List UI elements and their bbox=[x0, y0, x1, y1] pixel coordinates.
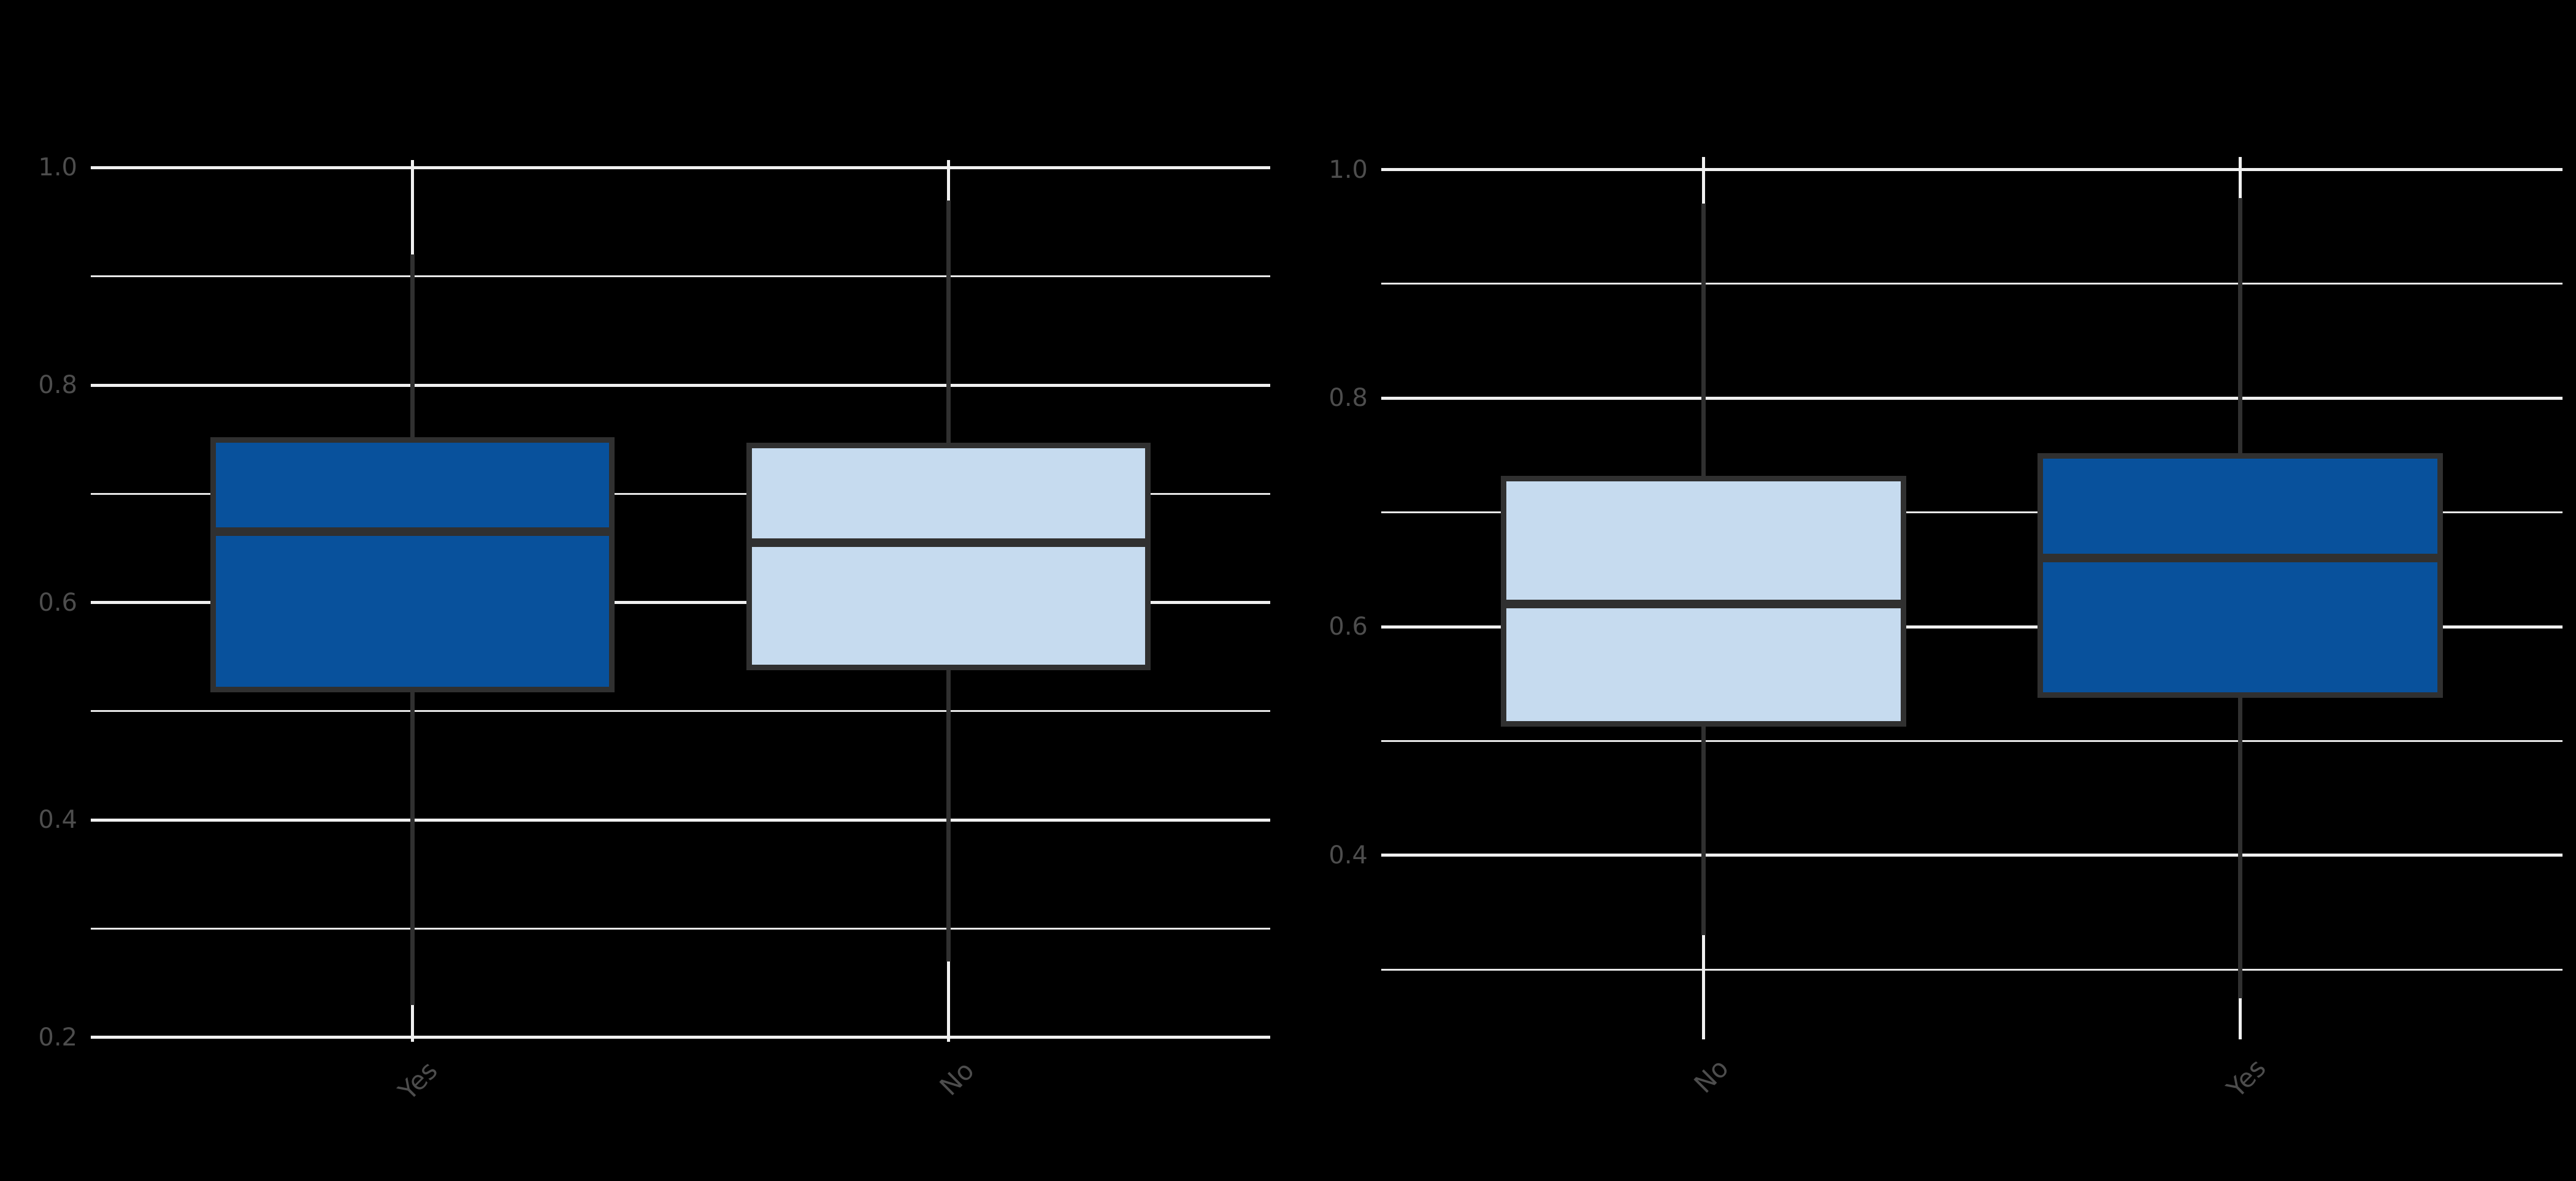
median-line bbox=[1500, 599, 1906, 608]
major-gridline bbox=[91, 1036, 1270, 1039]
minor-gridline bbox=[91, 275, 1270, 278]
x-tick-label: No bbox=[1688, 1053, 1735, 1099]
median-line bbox=[210, 527, 615, 537]
major-gridline bbox=[1381, 168, 2563, 171]
upper-whisker bbox=[2238, 198, 2243, 456]
minor-gridline bbox=[91, 710, 1270, 713]
y-tick-label: 0.8 bbox=[38, 371, 77, 400]
minor-gridline bbox=[1381, 511, 2563, 514]
box bbox=[2037, 453, 2444, 698]
major-gridline bbox=[91, 601, 1270, 605]
y-tick-label: 1.0 bbox=[38, 153, 77, 182]
box bbox=[746, 442, 1151, 671]
lower-whisker bbox=[946, 668, 951, 961]
major-gridline bbox=[91, 166, 1270, 169]
lower-whisker bbox=[1701, 724, 1706, 936]
x-tick-label: No bbox=[933, 1055, 980, 1102]
upper-whisker bbox=[1701, 204, 1706, 478]
lower-whisker bbox=[410, 689, 415, 1005]
y-tick-label: 0.6 bbox=[1328, 613, 1368, 641]
y-tick-label: 0.8 bbox=[1328, 384, 1368, 413]
major-gridline bbox=[91, 383, 1270, 387]
median-line bbox=[746, 538, 1151, 548]
major-gridline bbox=[1381, 396, 2563, 400]
x-tick-label: Yes bbox=[393, 1055, 444, 1106]
box bbox=[210, 437, 615, 692]
y-tick-label: 1.0 bbox=[1328, 155, 1368, 184]
y-tick-label: 0.4 bbox=[1328, 841, 1368, 870]
minor-gridline bbox=[91, 492, 1270, 495]
figure-canvas: { "figure": { "visible_title": "", "pane… bbox=[38, 153, 2563, 1106]
minor-gridline bbox=[91, 928, 1270, 930]
y-tick-label: 0.4 bbox=[38, 806, 77, 835]
lower-whisker bbox=[2238, 695, 2243, 998]
major-gridline bbox=[1381, 625, 2563, 629]
x-tick-label: Yes bbox=[2220, 1053, 2272, 1104]
y-tick-label: 0.6 bbox=[38, 588, 77, 617]
minor-gridline bbox=[1381, 283, 2563, 285]
major-gridline bbox=[1381, 854, 2563, 857]
y-tick-label: 0.2 bbox=[38, 1023, 77, 1052]
minor-gridline bbox=[1381, 740, 2563, 742]
minor-gridline bbox=[1381, 968, 2563, 971]
major-gridline bbox=[91, 818, 1270, 822]
upper-whisker bbox=[946, 200, 951, 445]
median-line bbox=[2037, 554, 2444, 563]
upper-whisker bbox=[410, 254, 415, 440]
